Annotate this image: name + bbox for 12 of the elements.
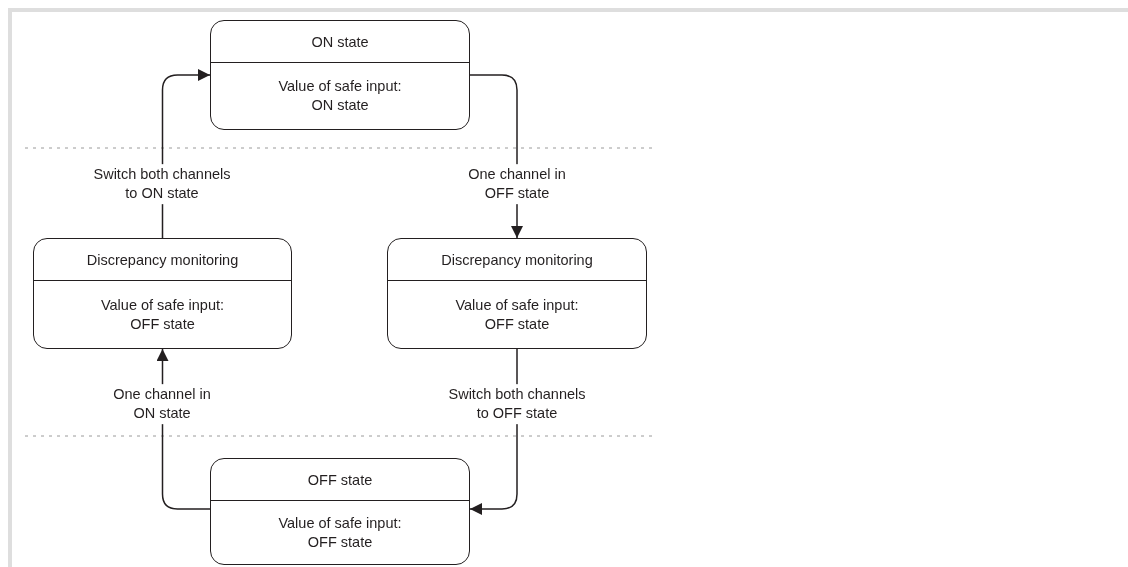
state-box bbox=[387, 238, 647, 349]
state-box bbox=[210, 20, 470, 130]
state-title: Discrepancy monitoring bbox=[86, 251, 239, 268]
state-value: Value of safe input: ON state bbox=[277, 77, 403, 115]
state-value: Value of safe input: OFF state bbox=[277, 513, 403, 552]
state-box bbox=[210, 458, 470, 565]
state-title: Discrepancy monitoring bbox=[441, 251, 593, 268]
state-value: Value of safe input: OFF state bbox=[454, 295, 580, 334]
state-title: OFF state bbox=[307, 471, 373, 488]
state-title: ON state bbox=[311, 33, 369, 50]
state-box bbox=[33, 238, 292, 349]
state-value: Value of safe input: OFF state bbox=[99, 295, 226, 334]
